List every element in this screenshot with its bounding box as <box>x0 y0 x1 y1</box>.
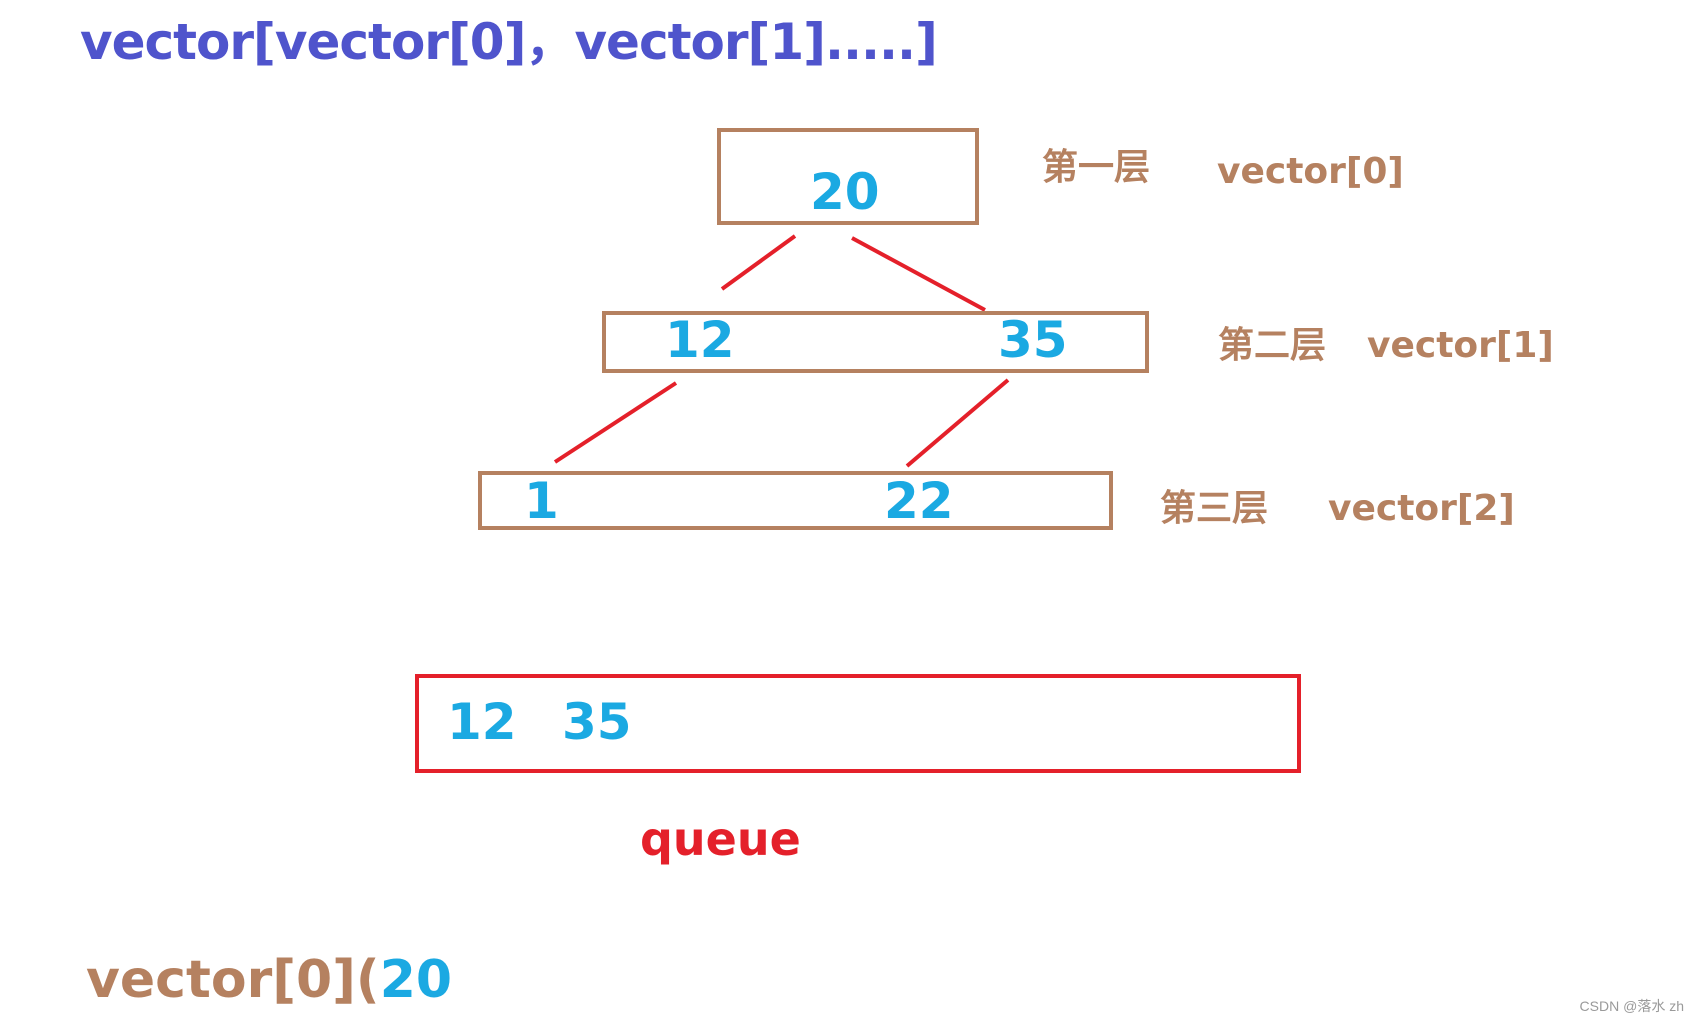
node-value: 35 <box>998 311 1068 369</box>
edge-35-to-22 <box>905 378 1010 468</box>
level3-box <box>478 471 1113 530</box>
queue-box <box>415 674 1301 773</box>
edge-20-to-35 <box>851 236 986 312</box>
level2-label: 第二层 <box>1218 325 1327 366</box>
watermark: CSDN @落水 zh <box>1579 998 1684 1014</box>
level3-label: 第三层 <box>1160 488 1269 529</box>
level1-box <box>717 128 979 225</box>
node-value: 12 <box>665 311 735 369</box>
edge-12-to-1 <box>553 381 678 464</box>
level3-vector-label: vector[2] <box>1328 488 1515 529</box>
queue-label: queue <box>640 812 801 866</box>
node-value: 1 <box>524 472 559 530</box>
edge-20-to-12 <box>720 234 797 291</box>
queue-value: 12 <box>447 693 517 751</box>
bottom-prefix: vector[0]( <box>86 950 380 1010</box>
level1-label: 第一层 <box>1042 147 1151 188</box>
level2-box <box>602 311 1149 373</box>
node-value: 22 <box>884 472 954 530</box>
bottom-text: vector[0](20 <box>86 950 452 1010</box>
level1-vector-label: vector[0] <box>1217 151 1404 192</box>
queue-value: 35 <box>562 693 632 751</box>
page-title: vector[vector[0]，vector[1].....] <box>80 13 938 71</box>
level2-vector-label: vector[1] <box>1367 325 1554 366</box>
node-value: 20 <box>810 163 880 221</box>
bottom-value: 20 <box>379 950 453 1010</box>
